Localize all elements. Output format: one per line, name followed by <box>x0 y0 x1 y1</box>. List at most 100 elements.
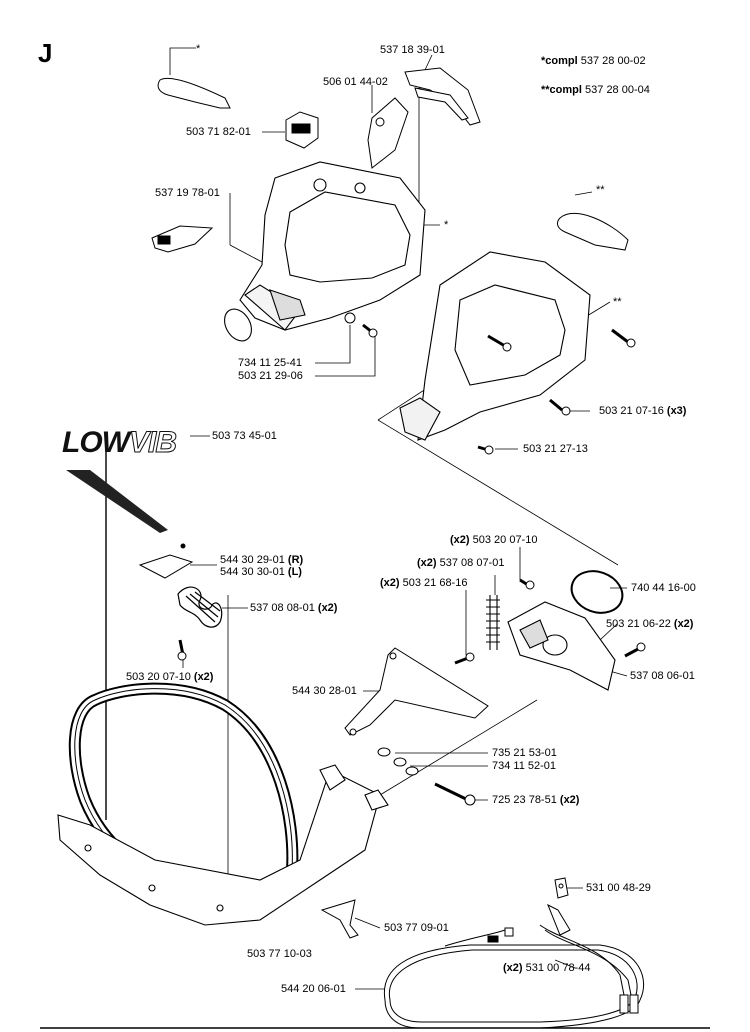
sticker-strip <box>66 470 168 533</box>
spring-537080801 <box>177 586 223 628</box>
terminal-531004829 <box>547 877 571 936</box>
quantity: (x2) <box>450 534 470 546</box>
part-label: 537 08 08-01 (x2) <box>250 602 337 615</box>
bracket-544302801 <box>344 647 489 736</box>
front-handle-cover <box>399 251 591 441</box>
part-label: 503 20 07-10 (x2) <box>126 671 213 684</box>
part-label: 503 73 45-01 <box>212 430 277 442</box>
part-label: 537 08 06-01 <box>630 670 695 682</box>
mount-537197801 <box>151 225 214 253</box>
part-label: 734 11 25-41 <box>238 357 303 369</box>
part-label: 503 21 06-22 (x2) <box>606 618 693 631</box>
compl-prefix: *compl <box>541 55 578 67</box>
part-label: 544 30 30-01 (L) <box>220 566 302 579</box>
part-number: 503 20 07-10 <box>126 671 191 683</box>
part-number: 531 00 78-44 <box>525 962 591 974</box>
compl-number: 537 28 00-04 <box>585 84 650 96</box>
quantity: (x2) <box>380 577 400 589</box>
leader-line <box>315 325 351 364</box>
washers <box>377 747 419 776</box>
quantity: (x2) <box>317 602 338 614</box>
part-label: 537 19 78-01 <box>155 187 220 199</box>
plate-544302901 <box>138 543 194 579</box>
quantity: (x2) <box>193 671 214 683</box>
leader-line <box>229 244 263 263</box>
part-label: 503 77 10-03 <box>247 948 312 960</box>
side: (L) <box>287 566 302 578</box>
part-label: 734 11 52-01 <box>492 760 557 772</box>
quantity: (x2) <box>503 962 523 974</box>
part-label: (x2) 503 21 68-16 <box>380 577 467 590</box>
part-label: 503 21 29-06 <box>238 370 303 382</box>
part-label: 725 23 78-51 (x2) <box>492 794 579 807</box>
quantity: (x2) <box>559 794 580 806</box>
leader-line <box>599 623 618 641</box>
part-number: 503 21 68-16 <box>402 577 468 589</box>
part-number: 503 20 07-10 <box>472 534 538 546</box>
part-label: ** <box>613 296 622 308</box>
part-number: 537 08 08-01 <box>250 602 315 614</box>
bracket-537183901 <box>404 67 481 126</box>
leader-line <box>554 959 576 969</box>
part-label: 735 21 53-01 <box>492 747 557 759</box>
part-label: (x2) 503 20 07-10 <box>450 534 537 547</box>
part-number: 544 30 30-01 <box>220 566 285 578</box>
part-label: 544 30 29-01 (R) <box>220 554 303 567</box>
rear-handle-housing <box>224 161 426 342</box>
leader-line <box>586 301 611 317</box>
leader-line <box>574 191 593 196</box>
part-label: 740 44 16-00 <box>631 582 696 594</box>
cap-top-left <box>157 77 231 109</box>
logo-part-2: VIB <box>128 426 177 460</box>
block-537080601 <box>507 601 616 691</box>
part-label: * <box>444 219 449 231</box>
clip-503770901 <box>320 899 359 939</box>
leader-line <box>169 47 196 75</box>
assembly-line <box>379 699 538 796</box>
switch-503718201 <box>285 111 319 149</box>
part-label: 503 21 07-16 (x3) <box>599 405 686 418</box>
quantity: (x3) <box>666 405 687 417</box>
leader-line <box>424 54 433 71</box>
spring-537080701 <box>486 595 500 650</box>
quantity: (x2) <box>417 557 437 569</box>
lowvib-logo: LOWVIB <box>62 426 178 460</box>
part-number: 503 21 07-16 <box>599 405 664 417</box>
compl-number: 537 28 00-02 <box>580 55 646 67</box>
part-label: 537 18 39-01 <box>380 44 445 56</box>
part-label: 544 30 28-01 <box>292 685 357 697</box>
assembly-line <box>377 384 433 421</box>
part-number: 544 30 29-01 <box>220 554 285 566</box>
part-label: 506 01 44-02 <box>323 76 388 88</box>
compl-line-2: **compl 537 28 00-04 <box>541 84 650 96</box>
part-label: ** <box>596 184 605 196</box>
part-label: 503 71 82-01 <box>186 126 251 138</box>
quantity: (x2) <box>673 618 694 630</box>
part-label: 544 20 06-01 <box>281 983 346 995</box>
screws <box>177 312 646 806</box>
section-letter: J <box>38 38 53 68</box>
part-label: (x2) 531 00 78-44 <box>503 962 590 975</box>
o-ring-740441600 <box>570 570 624 614</box>
logo-part-1: LOW <box>62 426 130 459</box>
leader-line <box>315 335 376 377</box>
part-label: * <box>196 43 201 55</box>
part-label: 531 00 48-29 <box>586 882 651 894</box>
part-number: 725 23 78-51 <box>492 794 557 806</box>
compl-prefix: **compl <box>541 84 582 96</box>
part-number: 503 21 06-22 <box>606 618 671 630</box>
part-label: (x2) 537 08 07-01 <box>417 557 504 570</box>
lower-bracket <box>57 764 389 926</box>
part-label: 503 77 09-01 <box>384 922 449 934</box>
assembly-line <box>377 419 619 566</box>
clip-506014402 <box>367 97 409 169</box>
cable-harness <box>383 924 645 1029</box>
part-label: 503 21 27-13 <box>523 443 588 455</box>
leader-line <box>354 917 381 929</box>
cap-right <box>556 213 629 251</box>
compl-line-1: *compl 537 28 00-02 <box>541 55 646 67</box>
side: (R) <box>287 554 304 566</box>
part-number: 537 08 07-01 <box>439 557 505 569</box>
